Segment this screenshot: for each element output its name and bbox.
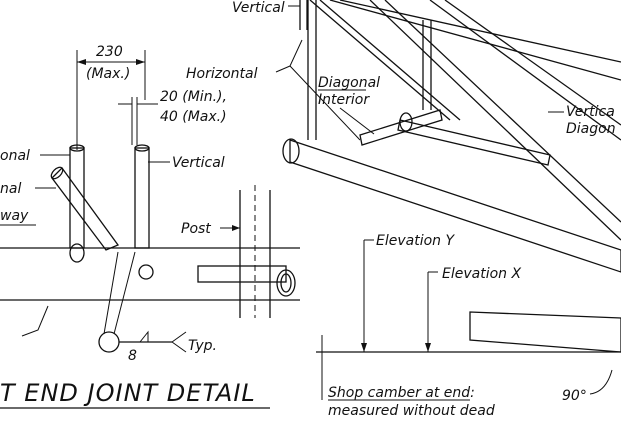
label-vertical-top: Vertical bbox=[232, 0, 285, 16]
leader-diagonal-interior bbox=[339, 107, 375, 135]
leader-horizontal bbox=[275, 39, 361, 141]
tube-left-bottom bbox=[69, 243, 85, 263]
label-way: way bbox=[0, 208, 29, 224]
gap-min: 20 (Min.), bbox=[160, 89, 227, 105]
diagonal-2a bbox=[429, 0, 621, 141]
pipe-end-inner bbox=[280, 273, 292, 293]
tube-right-end bbox=[134, 144, 150, 152]
weld-fillet bbox=[139, 330, 149, 343]
detail-title: T END JOINT DETAIL bbox=[0, 379, 256, 407]
label-elev-x: Elevation X bbox=[442, 266, 521, 282]
label-post: Post bbox=[181, 221, 211, 237]
top-chord-a bbox=[329, 0, 621, 81]
label-angle: 90° bbox=[562, 388, 587, 404]
pipe-end bbox=[276, 269, 296, 297]
diagonal-tube bbox=[51, 167, 120, 251]
weld-circle bbox=[98, 331, 120, 353]
elev-y-arrow bbox=[361, 343, 367, 352]
label-vertical-right: Vertica bbox=[566, 104, 615, 120]
bottom-chord-end bbox=[282, 138, 300, 164]
weld-tail bbox=[171, 331, 187, 353]
elev-x-arrow bbox=[425, 343, 431, 352]
label-horizontal: Horizontal bbox=[186, 66, 258, 82]
horizontal-pipe bbox=[197, 265, 287, 283]
angle-arc bbox=[589, 369, 613, 395]
tube-left bbox=[69, 147, 85, 249]
dim-arrow-right bbox=[136, 59, 145, 65]
interior-diagonal-pipe bbox=[359, 109, 443, 146]
label-diagonal: Diagonal bbox=[318, 75, 380, 91]
chord-leader bbox=[21, 305, 49, 337]
diagonal-1b bbox=[384, 0, 621, 223]
diagonal-1a bbox=[369, 0, 621, 241]
diagonal-3b bbox=[319, 0, 461, 121]
post-arrow bbox=[232, 225, 240, 231]
bottom-chord bbox=[289, 139, 621, 273]
weld-leader-2 bbox=[113, 251, 136, 335]
label-onal: onal bbox=[0, 148, 30, 164]
diagonal-3a bbox=[309, 0, 451, 121]
interior-pipe-end bbox=[399, 112, 413, 132]
label-vertical-mid: Vertical bbox=[172, 155, 225, 171]
dim-arrow-left bbox=[77, 59, 86, 65]
dim-230: 230 bbox=[96, 44, 123, 60]
shop-camber-line2: measured without dead bbox=[328, 403, 495, 419]
diagonal-tube-end bbox=[50, 166, 64, 180]
tube-right bbox=[134, 147, 150, 249]
weld-leader-1 bbox=[103, 251, 119, 335]
label-typ: Typ. bbox=[188, 338, 217, 354]
label-diagonal-right: Diagon bbox=[566, 121, 616, 137]
small-circle bbox=[138, 264, 154, 280]
label-nal: nal bbox=[0, 181, 21, 197]
top-chord-b bbox=[339, 0, 621, 63]
dim-max: (Max.) bbox=[86, 66, 130, 82]
gap-max: 40 (Max.) bbox=[160, 109, 227, 125]
weld-size: 8 bbox=[128, 348, 137, 364]
label-elev-y: Elevation Y bbox=[376, 233, 455, 249]
label-interior: Interior bbox=[318, 92, 370, 108]
tube-left-end bbox=[69, 144, 85, 152]
interior-horizontal-pipe bbox=[397, 119, 551, 166]
camber-member bbox=[469, 311, 621, 353]
shop-camber-line1: Shop camber at end: bbox=[328, 385, 475, 401]
diagonal-2b bbox=[444, 0, 621, 126]
